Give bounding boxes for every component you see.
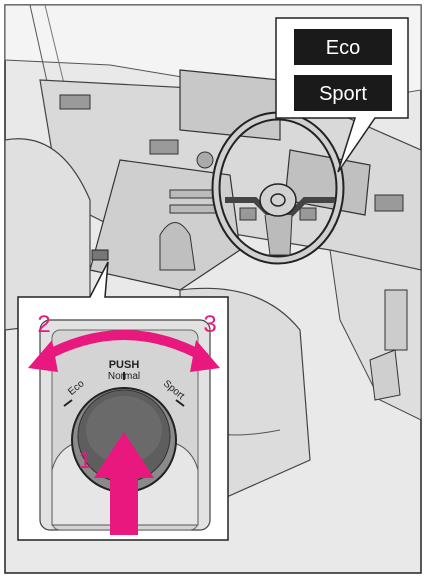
drive-mode-switch-inset: PUSH Normal Eco Sport 1 2 3 xyxy=(18,262,228,540)
step-1-number: 1 xyxy=(78,447,91,474)
step-3-number: 3 xyxy=(203,311,216,338)
eco-mode-label: Eco xyxy=(326,37,360,59)
normal-label: Normal xyxy=(108,371,140,382)
push-label: PUSH xyxy=(109,359,140,371)
step-2-number: 2 xyxy=(37,311,50,338)
sport-mode-label: Sport xyxy=(319,83,367,105)
